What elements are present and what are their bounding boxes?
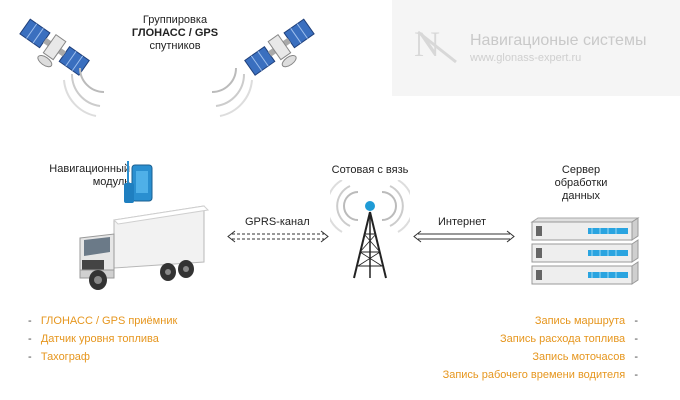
list-item: Запись моточасов - [443, 348, 638, 366]
internet-label: Интернет [438, 216, 486, 228]
feature-right-label: Запись маршрута [535, 315, 625, 327]
satellite-right-signal-icon [196, 60, 256, 120]
module-label: Навигационный модуль [30, 163, 130, 189]
module-label-line2: модуль [30, 176, 130, 189]
server-label-line3: данных [536, 190, 626, 203]
server-icon [528, 216, 640, 286]
feature-left-label: Тахограф [41, 351, 90, 363]
feature-left-label: ГЛОНАСС / GPS приёмник [41, 315, 177, 327]
feature-right-label: Запись рабочего времени водителя [443, 369, 626, 381]
gprs-link-icon [226, 230, 330, 244]
list-item: - Тахограф [28, 348, 177, 366]
satellites-label-line2: ГЛОНАСС / GPS [115, 27, 235, 40]
list-item: Запись расхода топлива - [443, 330, 638, 348]
features-left-list: - ГЛОНАСС / GPS приёмник - Датчик уровня… [28, 312, 177, 366]
gprs-label: GPRS-канал [245, 216, 310, 228]
module-label-line1: Навигационный [30, 163, 130, 176]
list-item: Запись маршрута - [443, 312, 638, 330]
svg-text:N: N [414, 24, 440, 64]
watermark-url: www.glonass-expert.ru [470, 52, 581, 64]
feature-right-label: Запись расхода топлива [500, 333, 625, 345]
list-item: - Датчик уровня топлива [28, 330, 177, 348]
list-item: - ГЛОНАСС / GPS приёмник [28, 312, 177, 330]
list-item: Запись рабочего времени водителя - [443, 366, 638, 384]
satellites-label: Группировка ГЛОНАСС / GPS спутников [115, 14, 235, 53]
cellular-label: Сотовая с вязь [318, 164, 422, 177]
feature-left-label: Датчик уровня топлива [41, 333, 159, 345]
internet-link-icon [412, 230, 516, 244]
server-label-line1: Сервер [536, 164, 626, 177]
satellite-left-signal-icon [60, 60, 120, 120]
server-label: Сервер обработки данных [536, 164, 626, 203]
cell-tower-icon [330, 180, 410, 284]
watermark-title: Навигационые системы [470, 32, 646, 50]
logo-icon: N [408, 22, 464, 68]
truck-icon [74, 200, 214, 296]
satellites-label-line3: спутников [115, 40, 235, 53]
features-right-list: Запись маршрута - Запись расхода топлива… [443, 312, 638, 384]
feature-right-label: Запись моточасов [532, 351, 625, 363]
satellites-label-line1: Группировка [115, 14, 235, 27]
server-label-line2: обработки [536, 177, 626, 190]
